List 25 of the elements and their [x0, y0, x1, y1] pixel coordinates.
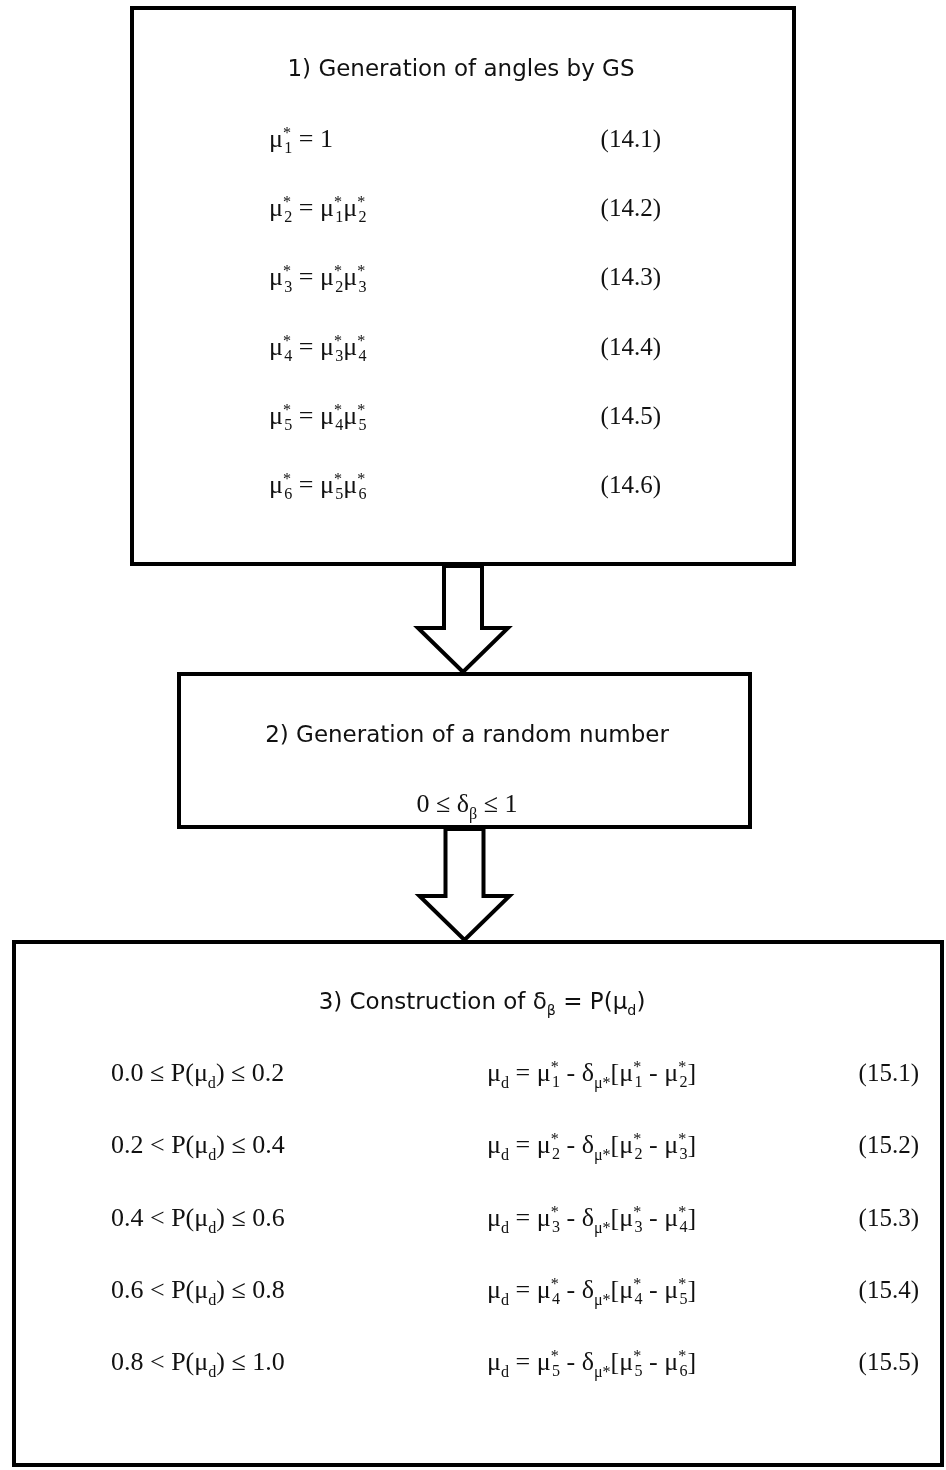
- equation-number: (14.4): [600, 331, 661, 362]
- condition: 0.2 < P(μ$_{d}$) ≤ 0.4: [111, 1129, 285, 1161]
- equation-number: (15.3): [858, 1202, 919, 1233]
- condition: 0.4 < P(μ$_{d}$) ≤ 0.6: [111, 1202, 285, 1234]
- block-arrow: [414, 827, 515, 943]
- equation: μ$^{*}$$_{1}$ = 1: [269, 123, 333, 155]
- equation-number: (15.2): [858, 1130, 919, 1161]
- process-box: [177, 672, 752, 829]
- condition: 0.8 < P(μ$_{d}$) ≤ 1.0: [111, 1346, 285, 1378]
- equation-number: (14.3): [600, 262, 661, 293]
- equation-number: (15.5): [858, 1347, 919, 1378]
- heading: 2) Generation of a random number: [265, 721, 669, 749]
- process-box: [12, 940, 944, 1467]
- heading: 3) Construction of δ$_{β}$ = P(μ$_{d}$): [318, 988, 646, 1016]
- equation-number: (14.2): [600, 193, 661, 224]
- equation-number: (14.1): [600, 124, 661, 154]
- process-box: [130, 6, 796, 566]
- heading: 1) Generation of angles by GS: [287, 55, 635, 83]
- condition: 0.0 ≤ P(μ$_{d}$) ≤ 0.2: [111, 1057, 285, 1089]
- equation-number: (14.5): [600, 400, 661, 431]
- equation-number: (15.4): [858, 1274, 919, 1305]
- block-arrow: [413, 564, 513, 675]
- condition: 0.6 < P(μ$_{d}$) ≤ 0.8: [111, 1274, 285, 1306]
- equation-number: (14.6): [600, 470, 661, 500]
- equation-number: (15.1): [858, 1058, 919, 1088]
